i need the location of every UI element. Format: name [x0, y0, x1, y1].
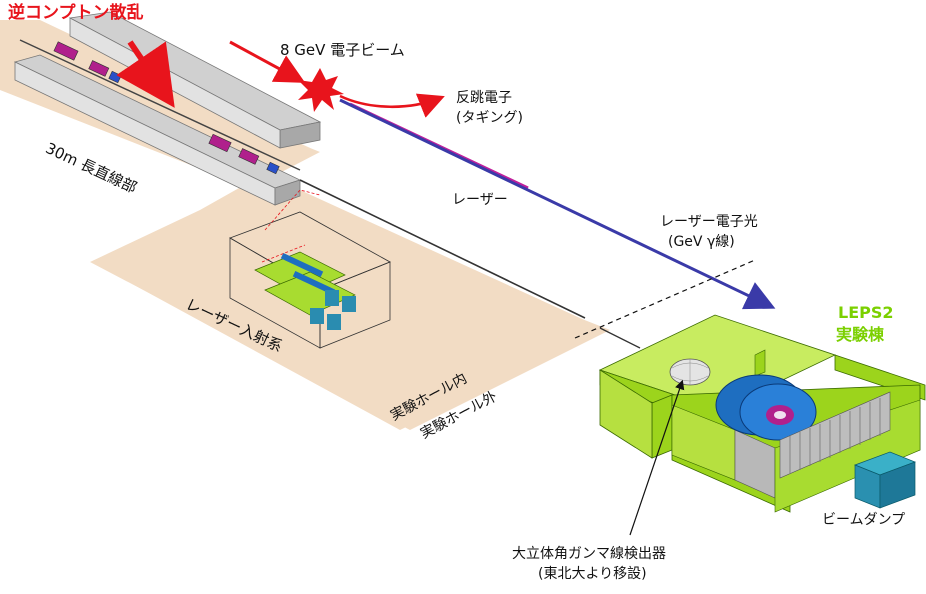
gamma-beam-line-hall: [299, 179, 586, 319]
collision-burst-icon: [298, 68, 344, 112]
electron-beam-label: 8 GeV 電子ビーム: [280, 41, 405, 59]
laser-injection-system: [229, 189, 391, 349]
tunnel-wall-lower: [13, 54, 302, 206]
hall-floor-main: [0, 40, 605, 430]
detector-label-1: 大立体角ガンマ線検出器: [512, 546, 666, 562]
beam-dump-block: [854, 451, 916, 509]
recoil-electron-arrow: [339, 93, 445, 118]
detector-label-2: (東北大より移設): [538, 566, 647, 582]
recoil-electron-label-2: (タギング): [456, 110, 523, 126]
gamma-dashed-leader: [574, 259, 756, 339]
recoil-electron-label-1: 反跳電子: [456, 90, 512, 106]
laser-label: レーザー: [452, 192, 508, 208]
gamma-beam-arrow: [339, 98, 776, 310]
detector-tower-array: [779, 391, 891, 479]
beam-dump-label: ビームダンプ: [822, 512, 906, 528]
gamma-detector: [715, 374, 817, 441]
magnet-downstream: [208, 133, 280, 175]
gamma-beam-line-outside: [599, 327, 641, 349]
calorimeter-sphere: [669, 358, 711, 386]
detector-leader-line: [629, 379, 685, 536]
inverse-compton-label: 逆コンプトン散乱: [8, 3, 144, 23]
inverse-compton-arrow: [116, 40, 175, 108]
leps2-label: LEPS2: [838, 303, 894, 322]
electron-beam-arrow: [229, 40, 306, 83]
laser-electron-photon-label-2: (GeV γ線): [668, 234, 735, 250]
leps2-building-label: 実験棟: [836, 325, 885, 344]
laser-electron-photon-label-1: レーザー電子光: [660, 214, 758, 230]
